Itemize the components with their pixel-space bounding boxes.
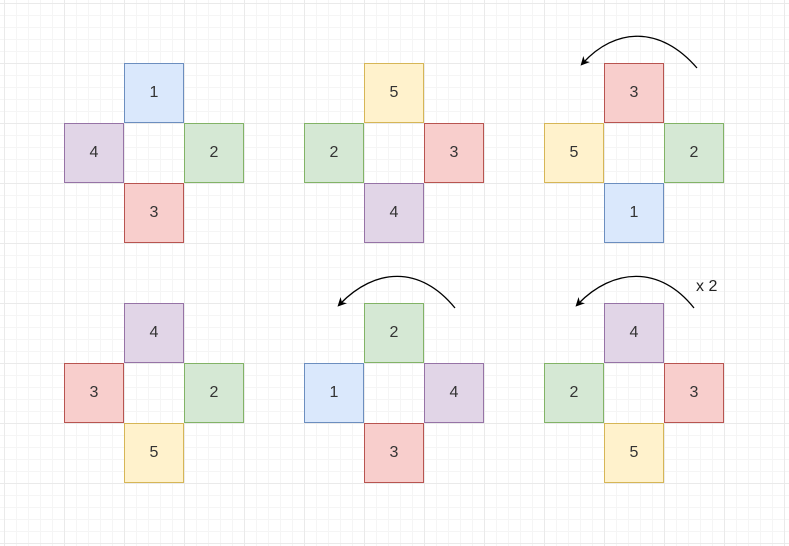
cross-1-bottom-tile: 3 [124,183,184,243]
cross-1-right-tile: 2 [184,123,244,183]
cross-4-left-tile: 3 [64,363,124,423]
cross-3-top-tile: 3 [604,63,664,123]
cross-1-left-tile: 4 [64,123,124,183]
cross-6-top-tile: 4 [604,303,664,363]
cross-3-left-tile: 5 [544,123,604,183]
cross-4-right-tile: 2 [184,363,244,423]
cross-6-right-tile: 3 [664,363,724,423]
cross-3-bottom-tile: 1 [604,183,664,243]
cross-6-left-tile: 2 [544,363,604,423]
cross-2-bottom-tile: 4 [364,183,424,243]
cross-2-right-tile: 3 [424,123,484,183]
cross-5-top-tile: 2 [364,303,424,363]
cross-5-left-tile: 1 [304,363,364,423]
rotate-ccw-arrow-icon-bottom-right [575,275,695,309]
cross-3-right-tile: 2 [664,123,724,183]
cross-4-bottom-tile: 5 [124,423,184,483]
cross-1-top-tile: 1 [124,63,184,123]
repeat-count-label: x 2 [696,278,718,295]
rotate-ccw-arrow-icon-bottom-middle [337,275,456,309]
cross-2-left-tile: 2 [304,123,364,183]
cross-5-bottom-tile: 3 [364,423,424,483]
cross-4-top-tile: 4 [124,303,184,363]
cross-6-bottom-tile: 5 [604,423,664,483]
cross-2-top-tile: 5 [364,63,424,123]
cross-5-right-tile: 4 [424,363,484,423]
rotate-ccw-arrow-icon-top-right [580,35,698,69]
